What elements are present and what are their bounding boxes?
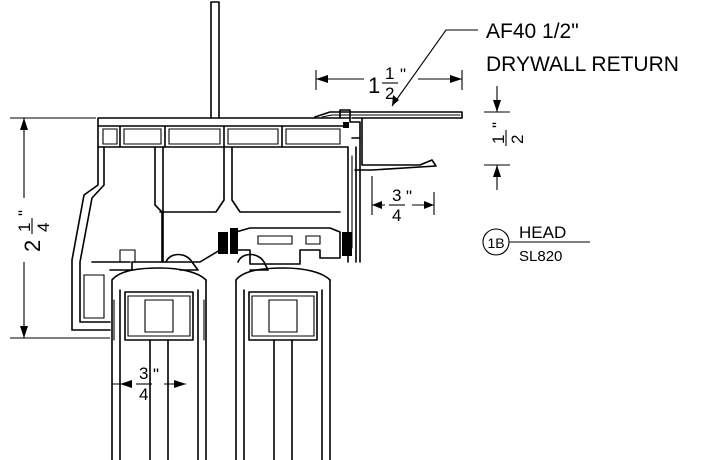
dimension-return-width-den: 2 xyxy=(385,84,394,103)
dimension-frame-depth xyxy=(10,117,110,339)
detail-tag xyxy=(482,228,590,256)
dimension-panel-thickness-inch: " xyxy=(153,365,159,384)
dimension-frame-depth-num: 1 xyxy=(15,223,34,232)
callout-line-1: AF40 1/2" xyxy=(486,20,579,43)
detail-tag-number: 1B xyxy=(487,235,504,251)
callout-line-2: DRYWALL RETURN xyxy=(486,53,679,76)
detail-tag-sheet: SL820 xyxy=(519,248,562,265)
dimension-return-offset-den: 4 xyxy=(392,206,401,225)
dimension-return-offset-num: 3 xyxy=(392,186,401,205)
dimension-return-width-num: 1 xyxy=(385,64,394,83)
sliding-panel-left xyxy=(111,267,207,460)
dimension-return-offset xyxy=(371,176,435,215)
dimension-panel-thickness xyxy=(112,380,186,388)
dimension-return-height-inch: " xyxy=(489,122,508,128)
detail-tag-title: HEAD xyxy=(519,223,566,242)
dimension-return-height-num: 1 xyxy=(489,135,508,144)
dimension-panel-thickness-den: 4 xyxy=(139,385,148,404)
dimension-return-height xyxy=(484,86,510,190)
dimension-return-width-inch: " xyxy=(400,65,406,84)
callout-leader xyxy=(391,29,478,107)
dimension-frame-depth-whole: 2 xyxy=(20,240,45,252)
dimension-return-width-whole: 1 xyxy=(368,73,380,98)
dimension-return-offset-inch: " xyxy=(406,187,412,206)
sliding-panel-right xyxy=(235,267,331,460)
dimension-frame-depth-inch: " xyxy=(15,210,34,216)
dimension-return-width xyxy=(315,70,463,90)
dimension-frame-depth-den: 4 xyxy=(34,223,53,232)
drywall-return xyxy=(314,111,463,171)
dimension-panel-thickness-num: 3 xyxy=(139,364,148,383)
head-frame-extrusion xyxy=(71,1,361,331)
dimension-return-height-den: 2 xyxy=(508,135,527,144)
